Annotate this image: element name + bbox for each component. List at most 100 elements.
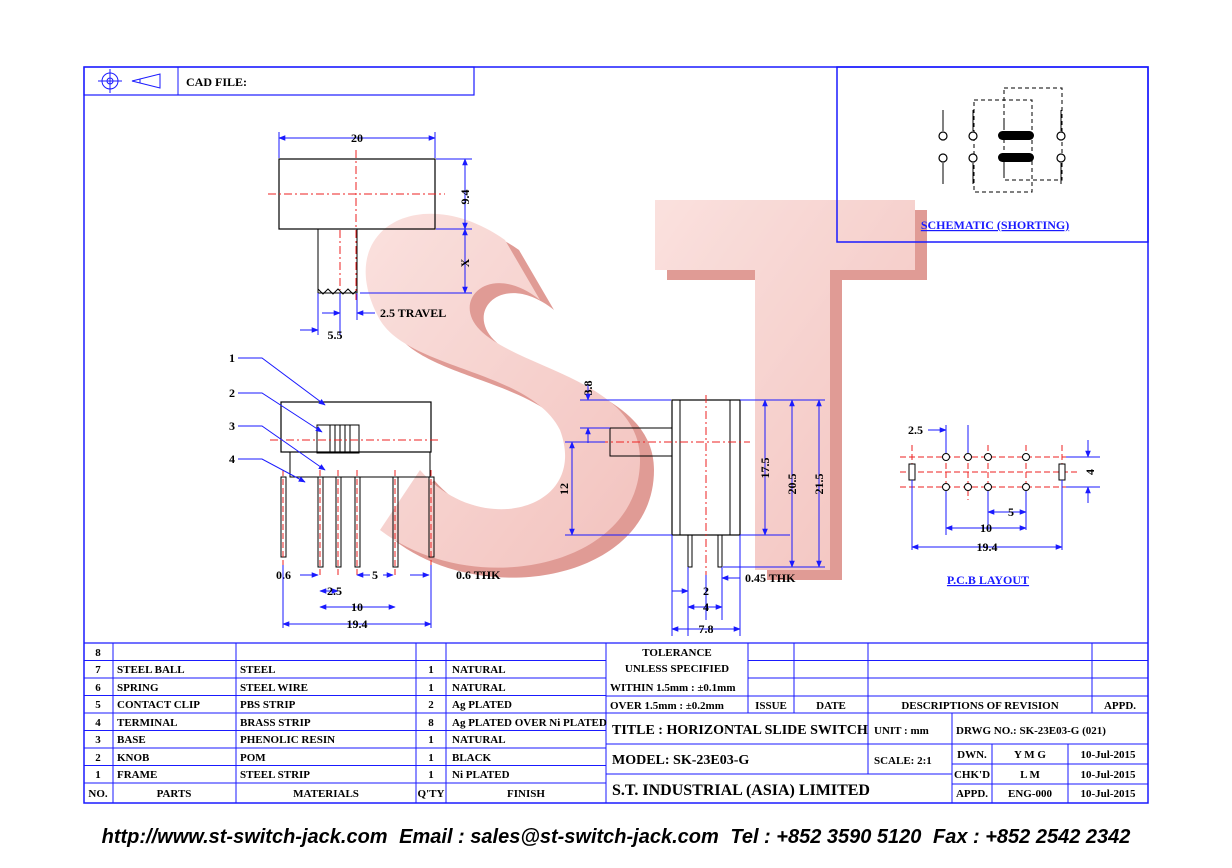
row-no: 7	[95, 664, 101, 676]
unit-label: UNIT : mm	[874, 725, 929, 737]
dim-pitch-2-5: 2.5	[327, 584, 342, 598]
over-label: OVER 1.5mm : ±0.2mm	[610, 700, 724, 712]
dim-side-thk: 0.45 THK	[745, 571, 796, 585]
pcb-dim-5: 5	[1008, 505, 1014, 519]
unless-label: UNLESS SPECIFIED	[625, 663, 729, 675]
row-no: 4	[95, 717, 101, 729]
header-materials: MATERIALS	[293, 788, 359, 800]
dim-7-8: 7.8	[699, 622, 714, 636]
callout-1: 1	[229, 351, 235, 365]
row-part: FRAME	[117, 769, 157, 781]
row-qty: 1	[428, 682, 434, 694]
row-no: 1	[95, 769, 101, 781]
descriptions-label: DESCRIPTIONS OF REVISION	[901, 700, 1058, 712]
header-finish: FINISH	[507, 788, 545, 800]
row-qty: 1	[428, 769, 434, 781]
row-qty: 8	[428, 717, 434, 729]
sheet-border	[83, 66, 1149, 804]
row-material: STEEL WIRE	[240, 682, 308, 694]
row-finish: Ag PLATED OVER Ni PLATED	[452, 717, 607, 729]
row-no: 8	[95, 647, 101, 659]
dim-pitch-5: 5	[372, 568, 378, 582]
row-no: 6	[95, 682, 101, 694]
header-no: NO.	[88, 788, 108, 800]
pcb-dim-2-5: 2.5	[908, 423, 923, 437]
front-view: 1 2 3 4 0.6 5 0.6 THK 2.5 10 19.4	[229, 351, 501, 631]
parts-table: 8 7 STEEL BALL STEEL 1 NATURAL 6 SPRING …	[84, 642, 1148, 803]
within-label: WITHIN 1.5mm : ±0.1mm	[610, 682, 736, 694]
dim-10: 10	[351, 600, 363, 614]
pcb-layout: 2.5 4 5 10 19.4 P.C.B LAYOUT	[900, 423, 1100, 587]
schematic-panel: SCHEMATIC (SHORTING)	[836, 66, 1149, 243]
row-no: 3	[95, 734, 101, 746]
dim-20-5: 20.5	[785, 474, 799, 495]
row-part: KNOB	[117, 752, 150, 764]
dim-2: 2	[703, 584, 709, 598]
header-parts: PARTS	[157, 788, 192, 800]
pcb-dim-4: 4	[1083, 469, 1097, 475]
st-watermark	[365, 200, 927, 580]
row-part: SPRING	[117, 682, 159, 694]
row-part: BASE	[117, 734, 146, 746]
appd-name: ENG-000	[1008, 788, 1053, 800]
row-material: BRASS STRIP	[240, 717, 311, 729]
dim-4: 4	[703, 600, 709, 614]
tolerance-label: TOLERANCE	[642, 647, 711, 659]
callout-3: 3	[229, 419, 235, 433]
scale-label: SCALE: 2:1	[874, 755, 932, 767]
appd-label: APPD.	[1104, 700, 1136, 712]
row-no: 2	[95, 752, 101, 764]
row-finish: NATURAL	[452, 664, 506, 676]
title-block: TOLERANCE UNLESS SPECIFIED WITHIN 1.5mm …	[606, 643, 1148, 803]
dim-21-5: 21.5	[812, 474, 826, 495]
row-part: STEEL BALL	[117, 664, 185, 676]
issue-label: ISSUE	[755, 700, 787, 712]
header-qty: Q'TY	[418, 788, 445, 800]
drwg-no: DRWG NO.: SK-23E03-G (021)	[956, 725, 1106, 737]
footer-tel: Tel : +852 3590 5120	[730, 826, 922, 848]
dim-travel: 2.5 TRAVEL	[380, 306, 446, 320]
row-finish: Ag PLATED	[452, 699, 512, 711]
row-part: TERMINAL	[117, 717, 178, 729]
dim-height: 9.4	[458, 190, 472, 205]
pcb-dim-19-4: 19.4	[977, 540, 998, 554]
dim-knob: 5.5	[328, 328, 343, 342]
dim-thk: 0.6 THK	[456, 568, 501, 582]
row-finish: NATURAL	[452, 734, 506, 746]
row-material: PBS STRIP	[240, 699, 296, 711]
callout-2: 2	[229, 386, 235, 400]
contact-footer: http://www.st-switch-jack.com Email : sa…	[0, 826, 1232, 849]
callout-4: 4	[229, 452, 235, 466]
dim-17-5: 17.5	[758, 458, 772, 479]
footer-email[interactable]: Email : sales@st-switch-jack.com	[399, 826, 719, 848]
pcb-layout-label: P.C.B LAYOUT	[947, 573, 1029, 587]
dim-width: 20	[351, 131, 363, 145]
top-view: 20 9.4 X 2.5 TRAVEL 5.5	[268, 131, 472, 342]
dim-12: 12	[557, 483, 571, 495]
row-material: STEEL	[240, 664, 275, 676]
row-no: 5	[95, 699, 101, 711]
dim-19-4: 19.4	[347, 617, 368, 631]
appd-row-label: APPD.	[956, 788, 988, 800]
footer-website[interactable]: http://www.st-switch-jack.com	[101, 826, 388, 848]
row-part: CONTACT CLIP	[117, 699, 200, 711]
cad-header: CAD FILE:	[83, 66, 475, 96]
side-view: 3.8 12 17.5 20.5 21.5 0.45 THK 2 4 7.8	[557, 381, 826, 636]
chkd-date: 10-Jul-2015	[1081, 769, 1137, 781]
dwn-label: DWN.	[957, 749, 987, 761]
footer-fax: Fax : +852 2542 2342	[932, 826, 1131, 848]
cad-file-label: CAD FILE:	[186, 75, 247, 89]
projection-cone-icon	[131, 73, 161, 89]
row-material: POM	[240, 752, 266, 764]
dim-x: X	[458, 258, 472, 267]
row-qty: 1	[428, 664, 434, 676]
dwn-date: 10-Jul-2015	[1081, 749, 1137, 761]
row-finish: NATURAL	[452, 682, 506, 694]
title-label: TITLE : HORIZONTAL SLIDE SWITCH	[612, 723, 868, 738]
row-material: PHENOLIC RESIN	[240, 734, 335, 746]
company-name: S.T. INDUSTRIAL (ASIA) LIMITED	[612, 782, 870, 799]
chkd-label: CHK'D	[954, 769, 990, 781]
date-label: DATE	[816, 700, 846, 712]
row-qty: 2	[428, 699, 434, 711]
